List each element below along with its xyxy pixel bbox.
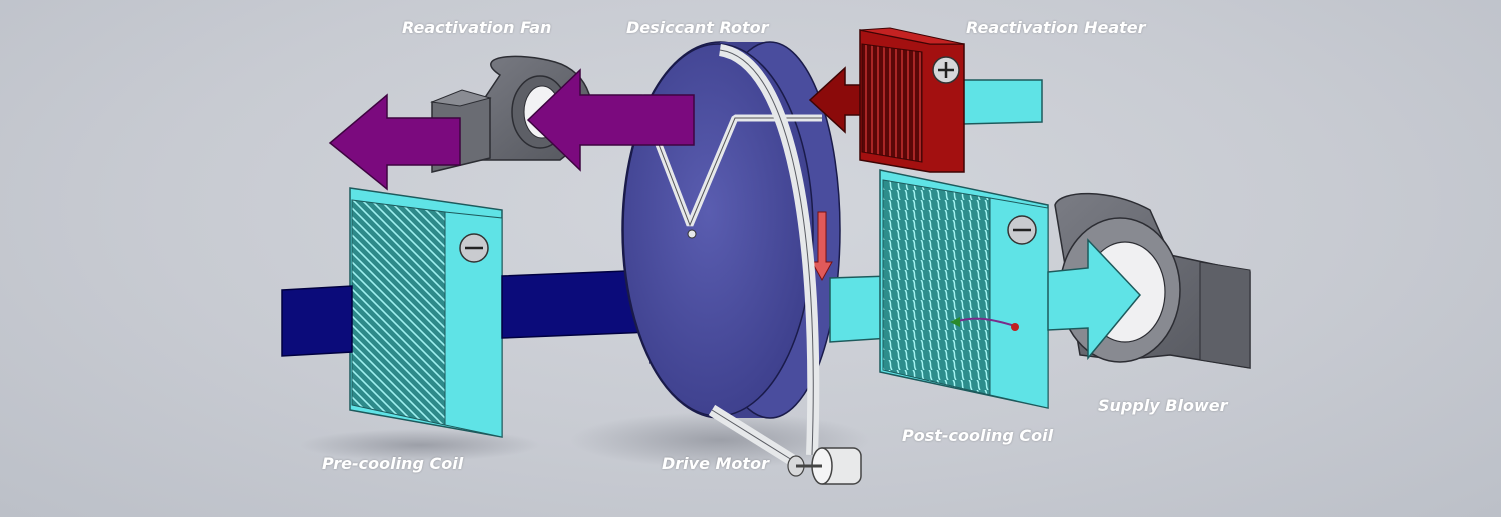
drive-belt	[708, 44, 820, 466]
post-cooling-coil-label: Post-cooling Coil	[902, 426, 1054, 445]
process-air-inlet	[281, 285, 353, 357]
coil-shadow	[300, 429, 540, 461]
rotor-shadow	[570, 412, 870, 468]
reactivation-heater-label: Reactivation Heater	[966, 18, 1146, 37]
pre-cooling-coil-label: Pre-cooling Coil	[322, 454, 464, 473]
reactivation-air-arrow	[526, 68, 695, 172]
desiccant-rotor-label: Desiccant Rotor	[626, 18, 769, 37]
post-cooling-coil	[879, 169, 1049, 409]
drive-motor	[787, 447, 862, 485]
supply-blower-label: Supply Blower	[1098, 396, 1228, 415]
supply-air-arrow	[1047, 238, 1142, 361]
reactivation-exhaust-arrow	[328, 93, 461, 191]
reactivation-air-inlet	[961, 79, 1043, 125]
reactivation-fan-label: Reactivation Fan	[402, 18, 552, 37]
pre-cooling-coil	[349, 187, 503, 438]
drive-motor-label: Drive Motor	[662, 454, 769, 473]
reactivation-heater	[859, 27, 965, 173]
